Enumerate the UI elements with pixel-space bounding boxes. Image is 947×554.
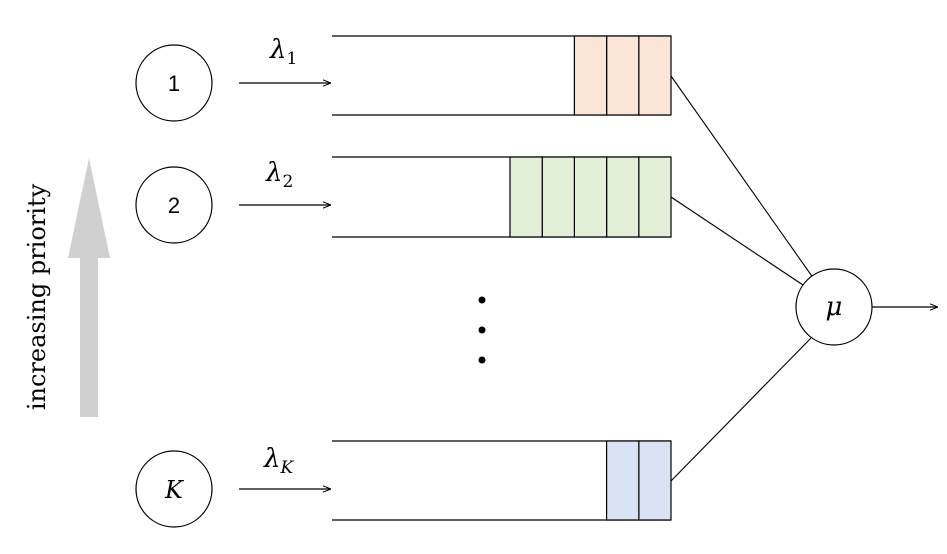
queue-buffer xyxy=(332,440,672,521)
service-rate-label: μ xyxy=(826,292,843,322)
queued-packet xyxy=(605,156,640,238)
queued-packet xyxy=(638,440,672,521)
class-node-2 xyxy=(135,166,213,244)
arrival-rate-label: λK xyxy=(263,444,294,478)
queue-buffer xyxy=(332,156,672,238)
class-node-label: K xyxy=(164,476,185,504)
connector-line xyxy=(670,196,807,288)
queued-packet xyxy=(605,440,640,521)
queued-packet xyxy=(573,35,608,116)
class-node-k xyxy=(135,450,213,528)
ellipsis-dot xyxy=(478,296,486,304)
queued-packet xyxy=(573,156,608,238)
class-node-label: 1 xyxy=(168,71,180,96)
class-node-1 xyxy=(135,44,213,122)
queued-packet xyxy=(638,35,672,116)
priority-arrow xyxy=(68,158,110,417)
queued-packet xyxy=(541,156,576,238)
arrival-rate-label: λ2 xyxy=(265,158,293,192)
queued-packet xyxy=(638,156,672,238)
ellipsis-dots xyxy=(478,296,486,364)
queue-packets xyxy=(509,156,672,238)
server: μ xyxy=(795,268,873,346)
class-node-label: 2 xyxy=(168,193,180,218)
queued-packet xyxy=(509,156,543,238)
class-k: K λK xyxy=(135,440,672,528)
priority-label: increasing priority xyxy=(23,183,51,410)
ellipsis-dot xyxy=(478,356,486,364)
queue-packets xyxy=(573,35,672,116)
arrival-rate-label: λ1 xyxy=(269,35,297,69)
class-2: 2 λ2 xyxy=(135,156,672,244)
queue-buffer xyxy=(332,35,672,116)
ellipsis-dot xyxy=(478,326,486,334)
connector-line xyxy=(670,75,817,283)
class-1: 1 λ1 xyxy=(135,35,672,122)
queue-packets xyxy=(605,440,672,521)
connector-line xyxy=(670,337,812,482)
queued-packet xyxy=(605,35,640,116)
